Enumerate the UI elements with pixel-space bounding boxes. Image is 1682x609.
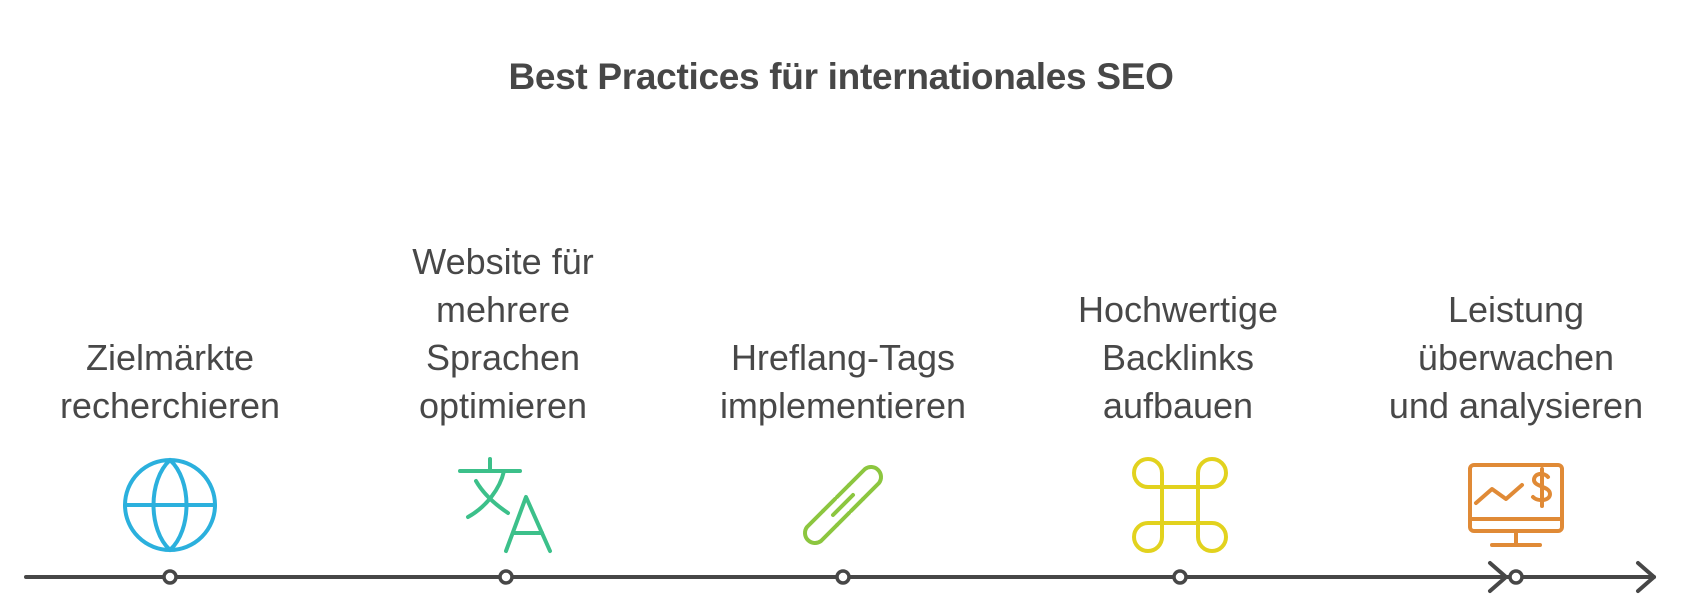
- timeline-chevron: [1488, 561, 1508, 593]
- step-5-label-line-2: überwachen: [1417, 337, 1615, 378]
- diagram-title: Best Practices für internationales SEO: [508, 56, 1174, 97]
- step-4-label-line-2: Backlinks: [1101, 337, 1255, 378]
- step-5-label-line-1: Leistung: [1447, 289, 1585, 330]
- step-4-label: Hochwertige Backlinks aufbauen: [1018, 286, 1338, 430]
- step-3-label: Hreflang-Tags implementieren: [683, 334, 1003, 430]
- timeline-marker-1: [162, 569, 178, 585]
- step-4-label-line-3: aufbauen: [1102, 385, 1254, 426]
- timeline-marker-3: [835, 569, 851, 585]
- step-2-label-line-1: Website für: [412, 241, 594, 282]
- step-5-label-line-3: und analysieren: [1388, 385, 1644, 426]
- step-2-label-line-3: Sprachen: [425, 337, 581, 378]
- step-1: Zielmärkte recherchieren: [10, 0, 330, 430]
- step-5-label: Leistung überwachen und analysieren: [1356, 286, 1676, 430]
- step-1-label-line-2: recherchieren: [59, 385, 281, 426]
- step-2-label-line-4: optimieren: [418, 385, 588, 426]
- globe-icon: [120, 455, 220, 555]
- timeline-marker-4: [1172, 569, 1188, 585]
- step-3: Hreflang-Tags implementieren: [683, 0, 1003, 430]
- step-4: Hochwertige Backlinks aufbauen: [1018, 0, 1338, 430]
- step-1-label: Zielmärkte recherchieren: [10, 334, 330, 430]
- step-2-label-line-2: mehrere: [435, 289, 571, 330]
- step-3-label-line-2: implementieren: [719, 385, 967, 426]
- step-2: Website für mehrere Sprachen optimieren: [343, 0, 663, 430]
- step-1-label-line-1: Zielmärkte: [85, 337, 255, 378]
- step-3-label-line-1: Hreflang-Tags: [730, 337, 956, 378]
- timeline-arrowhead: [1636, 561, 1656, 593]
- timeline-marker-2: [498, 569, 514, 585]
- timeline-marker-5: [1508, 569, 1524, 585]
- step-5: Leistung überwachen und analysieren: [1356, 0, 1676, 430]
- link-icon: [793, 455, 893, 555]
- step-4-label-line-1: Hochwertige: [1077, 289, 1279, 330]
- step-2-label: Website für mehrere Sprachen optimieren: [343, 238, 663, 430]
- command-icon: [1130, 455, 1230, 555]
- translate-icon: [456, 455, 556, 555]
- monitor-chart-icon: [1466, 455, 1566, 555]
